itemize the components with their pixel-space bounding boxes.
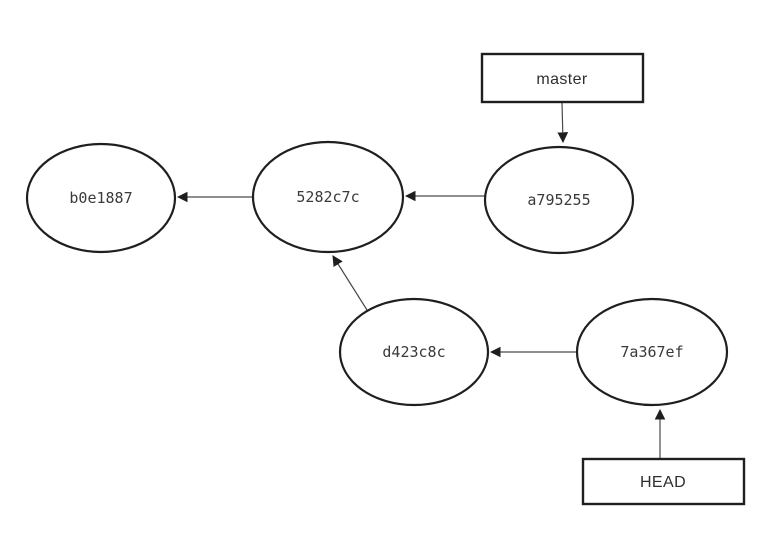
edge-arrow-d423c8c-to-5282c7c	[332, 255, 368, 311]
ref-rect	[480, 52, 645, 104]
commit-ellipse	[575, 297, 729, 407]
commit-label: b0e1887	[69, 189, 132, 207]
edge-layer	[176, 101, 666, 459]
commit-node-d423c8c: d423c8c	[338, 297, 490, 407]
commit-ellipse	[483, 145, 635, 255]
commit-node-a795255: a795255	[483, 145, 635, 255]
ref-box-head: HEAD	[581, 457, 746, 506]
ref-label: master	[536, 71, 588, 88]
commit-node-b0e1887: b0e1887	[25, 142, 177, 254]
commit-node-5282c7c: 5282c7c	[251, 140, 405, 254]
commit-label: a795255	[527, 191, 590, 209]
commit-ellipse	[251, 140, 405, 254]
commit-label: d423c8c	[382, 343, 445, 361]
commit-ellipse	[338, 297, 490, 407]
ref-rect	[581, 457, 746, 506]
ref-label: HEAD	[640, 474, 686, 491]
edge-arrow-master-to-a795255	[557, 101, 569, 144]
commit-label: 5282c7c	[296, 188, 359, 206]
commit-label: 7a367ef	[620, 343, 683, 361]
commit-node-7a367ef: 7a367ef	[575, 297, 729, 407]
ref-box-master: master	[480, 52, 645, 104]
commit-ellipse	[25, 142, 177, 254]
